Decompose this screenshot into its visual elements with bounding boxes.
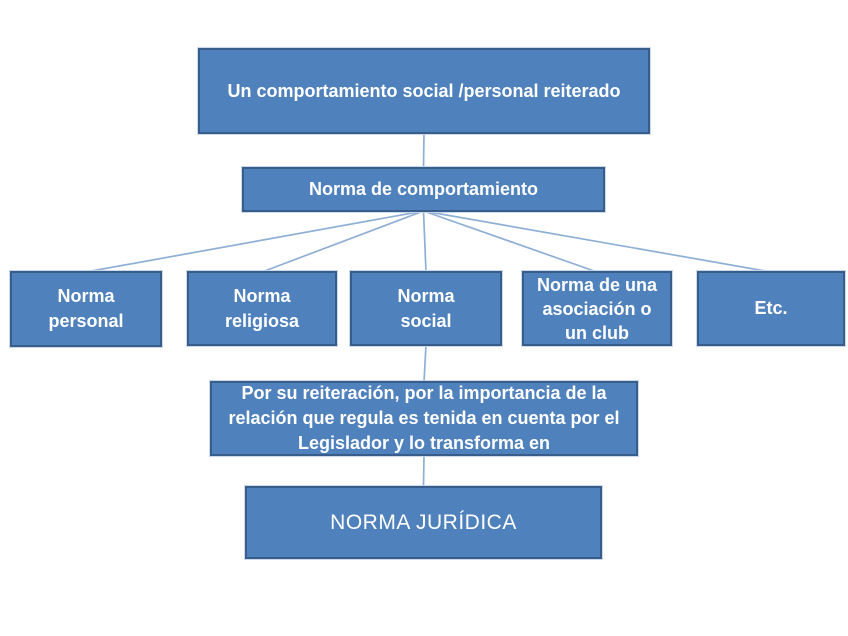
node-norma-personal: Norma personal	[10, 271, 162, 347]
node-norma-social: Norma social	[350, 271, 502, 346]
node-label: Norma religiosa	[224, 285, 300, 331]
node-label: Norma de una asociación o un club	[536, 274, 658, 343]
node-norma-de-comportamiento: Norma de comportamiento	[242, 167, 605, 212]
node-label: Norma social	[397, 285, 455, 331]
node-label: Norma de comportamiento	[308, 179, 539, 199]
node-norma-asociacion-club: Norma de una asociación o un club	[522, 271, 672, 346]
node-label: Norma personal	[48, 286, 124, 331]
node-por-su-reiteracion: Por su reiteración, por la importancia d…	[210, 381, 638, 456]
node-label: Etc.	[754, 298, 788, 318]
node-label: Por su reiteración, por la importancia d…	[228, 383, 620, 453]
node-comportamiento-reiterado: Un comportamiento social /personal reite…	[198, 48, 650, 134]
node-norma-juridica: NORMA JURÍDICA	[245, 486, 602, 559]
node-label: Un comportamiento social /personal reite…	[227, 80, 621, 101]
node-etc: Etc.	[697, 271, 845, 346]
node-label: NORMA JURÍDICA	[330, 511, 517, 534]
node-norma-religiosa: Norma religiosa	[187, 271, 337, 346]
